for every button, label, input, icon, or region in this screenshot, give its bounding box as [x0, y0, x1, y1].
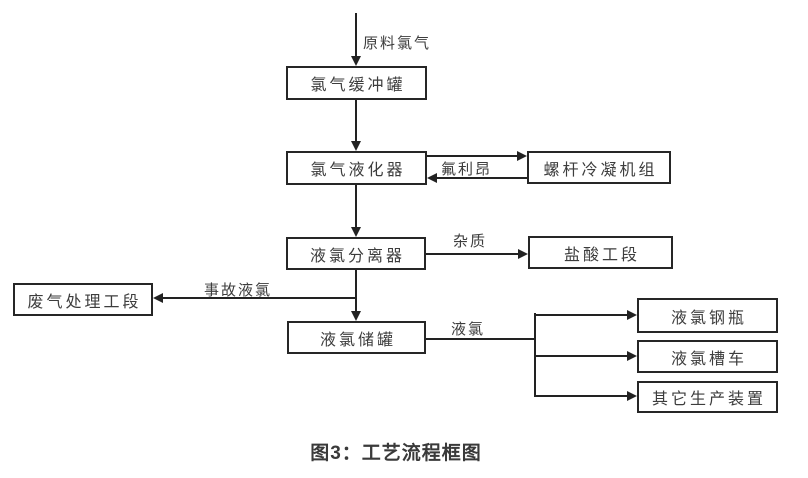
- edge-freon-return-line: [437, 177, 527, 179]
- node-screw-condenser-unit: 螺杆冷凝机组: [527, 151, 671, 184]
- edge-separator-to-storage-line: [355, 270, 357, 312]
- node-liquid-chlorine-cylinder: 液氯钢瓶: [637, 298, 778, 333]
- arrowhead-left-freon-return: [427, 173, 437, 183]
- edge-label-liquid-chlorine: 液氯: [451, 322, 486, 338]
- node-chlorine-buffer-tank: 氯气缓冲罐: [286, 66, 427, 100]
- edge-label-impurity: 杂质: [453, 234, 488, 250]
- arrowhead-right-impurity: [518, 249, 528, 259]
- edge-impurity-line: [426, 253, 518, 255]
- arrowhead-right-to-tank-truck: [627, 351, 637, 361]
- edge-label-accident-chlorine: 事故液氯: [204, 283, 273, 299]
- node-other-production-devices: 其它生产装置: [637, 381, 778, 413]
- node-hydrochloric-acid-section: 盐酸工段: [528, 236, 673, 269]
- node-liquid-chlorine-storage-tank: 液氯储罐: [287, 321, 426, 354]
- arrowhead-down-liquefier-to-separator: [351, 227, 361, 237]
- arrowhead-down-buffer-to-liquefier: [351, 141, 361, 151]
- node-waste-gas-treatment-section: 废气处理工段: [13, 283, 153, 316]
- arrowhead-down-feed: [351, 56, 361, 66]
- edge-to-other-devices-line: [534, 395, 628, 397]
- edge-label-freon: 氟利昂: [441, 162, 493, 178]
- figure-caption: 图3：工艺流程框图: [310, 443, 482, 464]
- edge-feed-line: [355, 13, 357, 57]
- edge-to-tank-truck-line: [534, 355, 628, 357]
- arrowhead-left-accident-chlorine: [153, 293, 163, 303]
- node-liquid-chlorine-separator: 液氯分离器: [286, 237, 426, 270]
- edge-buffer-to-liquefier-line: [355, 100, 357, 142]
- arrowhead-right-to-cylinder: [627, 310, 637, 320]
- arrowhead-right-to-other-devices: [627, 391, 637, 401]
- node-liquid-chlorine-tank-truck: 液氯槽车: [637, 340, 778, 373]
- edge-liquefier-to-separator-line: [355, 185, 357, 228]
- edge-accident-chlorine-line: [162, 297, 356, 299]
- edge-label-feed: 原料氯气: [363, 36, 432, 52]
- node-chlorine-liquefier: 氯气液化器: [286, 151, 427, 185]
- arrowhead-right-freon-out: [517, 151, 527, 161]
- edge-freon-out-line: [427, 155, 518, 157]
- edge-to-cylinder-line: [534, 314, 628, 316]
- edge-liquid-chlorine-line: [426, 338, 536, 340]
- arrowhead-down-separator-to-storage: [351, 311, 361, 321]
